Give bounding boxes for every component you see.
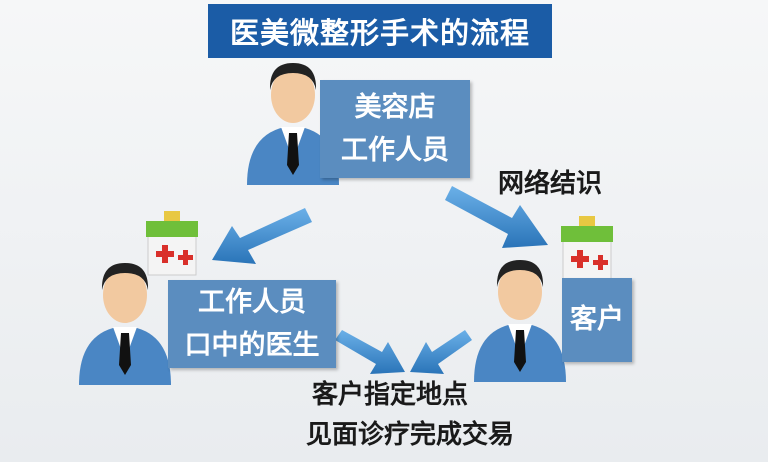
node-label: 工作人员 — [341, 135, 449, 166]
diagram-title: 医美微整形手术的流程 — [208, 4, 552, 58]
node-label: 客户 — [570, 304, 624, 336]
result-line-2: 见面诊疗完成交易 — [305, 420, 514, 450]
arrow-salon-to-customer — [445, 186, 548, 248]
node-doctor: 工作人员 口中的医生 — [168, 280, 336, 368]
node-customer: 客户 — [562, 278, 632, 362]
edge-label: 网络结识 — [497, 169, 602, 199]
node-label: 美容店 — [354, 91, 436, 123]
arrow-customer-to-meeting — [410, 330, 472, 374]
person-icon-doctor — [79, 263, 171, 385]
node-label: 口中的医生 — [184, 330, 320, 361]
arrow-doctor-to-meeting — [335, 330, 405, 374]
node-salon-staff: 美容店 工作人员 — [320, 80, 470, 178]
medical-kit-icon — [560, 215, 614, 281]
result-line-1: 客户指定地点 — [311, 380, 468, 410]
arrow-salon-to-doctor — [212, 208, 312, 264]
node-label: 工作人员 — [198, 286, 306, 318]
person-icon-customer — [474, 260, 566, 382]
medical-kit-icon — [145, 210, 199, 276]
